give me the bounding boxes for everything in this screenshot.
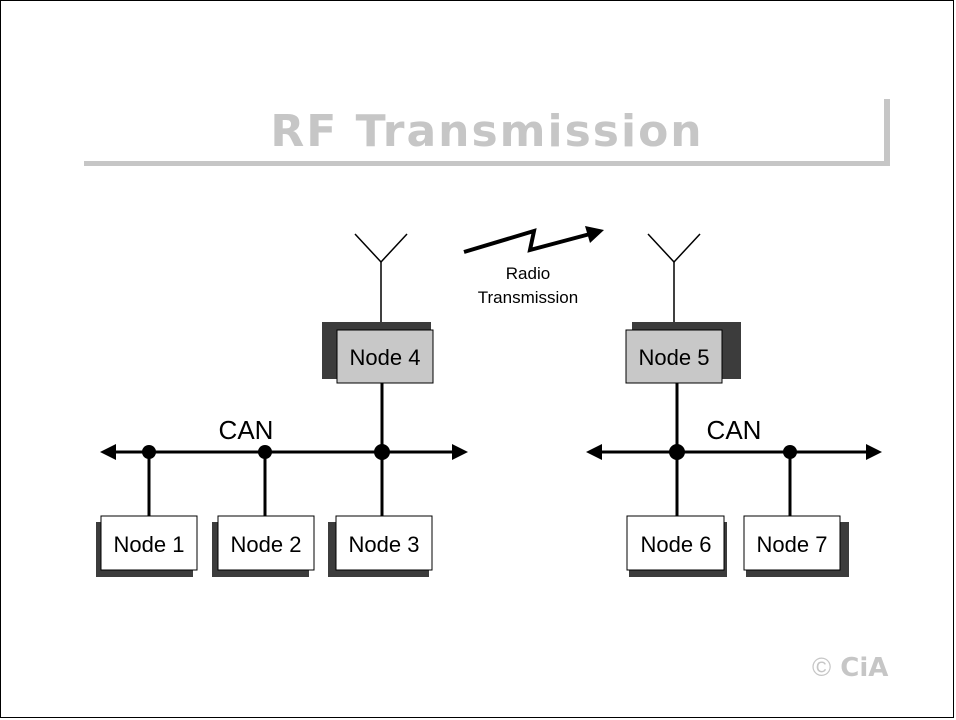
slide-title: RF Transmission xyxy=(270,106,704,157)
node-1-box: Node 1 xyxy=(96,515,198,577)
node-5-label: Node 5 xyxy=(639,345,710,370)
node-7-label: Node 7 xyxy=(757,532,828,557)
title-underline xyxy=(84,161,890,166)
node-1-label: Node 1 xyxy=(114,532,185,557)
node-5-box: Node 5 xyxy=(625,322,741,384)
copyright-mark: © CiA xyxy=(812,652,888,683)
cia-logo: CiA xyxy=(840,653,889,683)
radio-label-line2: Transmission xyxy=(478,288,578,307)
radio-lightning-arrow-icon xyxy=(463,226,604,254)
title-side-bar xyxy=(884,99,890,166)
bus-right-arrow-icon xyxy=(866,444,882,460)
node-3-box: Node 3 xyxy=(328,515,433,577)
bus-left-arrow-icon xyxy=(586,444,602,460)
node-3-label: Node 3 xyxy=(349,532,420,557)
radio-label-line1: Radio xyxy=(506,264,550,283)
bus-right-arrow-icon xyxy=(452,444,468,460)
can-label-right: CAN xyxy=(707,415,762,445)
node-2-label: Node 2 xyxy=(231,532,302,557)
antenna-left-icon xyxy=(354,233,408,322)
node-2-box: Node 2 xyxy=(212,515,315,577)
copyright-symbol: © xyxy=(812,652,832,682)
node-4-box: Node 4 xyxy=(322,322,434,384)
node-4-label: Node 4 xyxy=(350,345,421,370)
node-6-label: Node 6 xyxy=(641,532,712,557)
node-7-box: Node 7 xyxy=(743,515,849,577)
antenna-right-icon xyxy=(647,233,701,322)
can-label-left: CAN xyxy=(219,415,274,445)
bus-left-arrow-icon xyxy=(100,444,116,460)
node-6-box: Node 6 xyxy=(626,515,727,577)
